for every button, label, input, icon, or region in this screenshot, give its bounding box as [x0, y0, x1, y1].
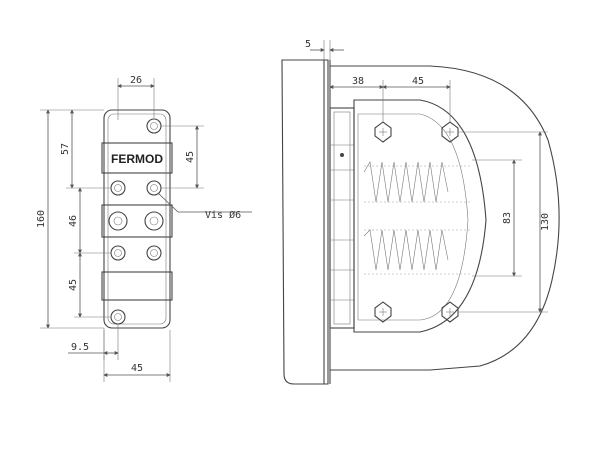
hinge-knuckle-inner — [333, 111, 351, 325]
dim-label: 45 — [185, 151, 196, 163]
pivot-hole — [144, 211, 164, 231]
dim-wall: 5 — [305, 39, 344, 60]
hex-nut — [374, 301, 392, 323]
dim-label: 45 — [131, 363, 143, 374]
frame-profile — [330, 65, 560, 371]
dim-label: 46 — [68, 215, 79, 227]
dim-label: 45 — [68, 279, 79, 291]
spring-upper — [363, 161, 470, 203]
brand-label: FERMOD — [111, 152, 163, 166]
dim-label: 130 — [540, 213, 551, 231]
screw-note: Vis Ø6 — [205, 209, 241, 221]
dim-label: 38 — [352, 76, 364, 87]
brand-band — [101, 142, 173, 174]
hinge-knuckle — [329, 107, 355, 329]
door-leaf — [281, 59, 329, 385]
dim-width-top: 26 — [117, 75, 155, 120]
screw-hole — [110, 180, 126, 196]
pivot-hole — [108, 211, 128, 231]
screw-hole — [146, 118, 162, 134]
dim-offsets-top: 38 45 — [329, 76, 451, 122]
screw-callout: Vis Ø6 — [157, 192, 252, 221]
lower-band — [101, 271, 173, 301]
screw-hole — [110, 245, 126, 261]
spring-housing — [353, 99, 487, 333]
dim-height-83: 83 — [472, 159, 522, 277]
dim-spacing-45-lower: 45 — [68, 252, 110, 318]
hex-nuts — [374, 121, 459, 323]
screw-holes — [108, 118, 164, 325]
hex-nut — [374, 121, 392, 143]
hex-nut — [441, 301, 459, 323]
dim-height-total: 160 — [36, 109, 104, 329]
dim-height-130: 130 — [458, 131, 551, 313]
hinge-plate-inner — [107, 113, 167, 325]
hinge-plate — [103, 109, 171, 329]
screw-hole — [110, 309, 126, 325]
front-view: FERMOD 26 160 — [36, 75, 252, 382]
dim-spacing-45-right: 45 — [160, 125, 204, 189]
dim-label: 26 — [130, 75, 142, 86]
dim-height-upper: 57 — [60, 109, 110, 189]
dim-width-bottom: 45 — [103, 330, 171, 382]
screw-hole — [146, 245, 162, 261]
knuckle-band — [101, 204, 173, 238]
dim-label: 83 — [502, 212, 513, 224]
dim-label: 9.5 — [71, 342, 89, 353]
pin-dot — [340, 153, 344, 157]
knuckle-segments — [330, 144, 354, 301]
spring-housing-inner — [357, 113, 469, 321]
dim-label: 57 — [60, 143, 71, 155]
dim-label: 5 — [305, 39, 311, 50]
side-view: 5 38 45 130 83 — [281, 39, 560, 385]
dim-label: 45 — [412, 76, 424, 87]
dim-label: 160 — [36, 210, 47, 228]
spring-lower — [363, 229, 470, 275]
dim-offset-bottom: 9.5 — [68, 324, 119, 360]
screw-hole — [146, 180, 162, 196]
